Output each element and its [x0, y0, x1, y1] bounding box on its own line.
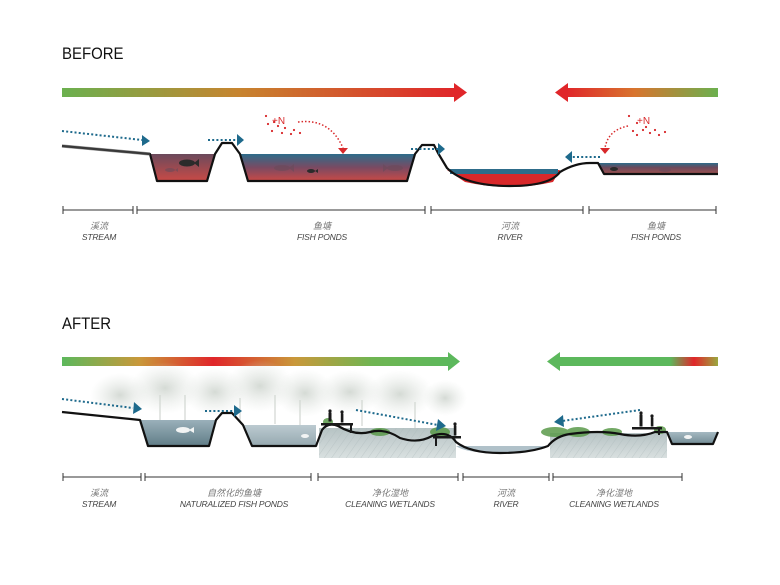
after-segment-cleaning-wetlands-right: 净化湿地 CLEANING WETLANDS — [569, 487, 659, 510]
flow-arrowhead-icon — [565, 151, 572, 163]
before-flow-arrow-right — [62, 83, 467, 102]
after-segment-cleaning-wetlands: 净化湿地 CLEANING WETLANDS — [345, 487, 435, 510]
before-flow-arrow-left — [555, 83, 718, 102]
segment-label-en: STREAM — [81, 232, 117, 242]
segment-label-en: NATURALIZED FISH PONDS — [179, 499, 289, 509]
segment-label-cn: 鱼塘 — [312, 221, 332, 231]
fish-icon — [176, 427, 692, 439]
after-pond-3-water — [667, 432, 718, 444]
flow-arrowhead-icon — [554, 415, 564, 427]
nutrient-label-left: +N — [272, 116, 285, 127]
flow-arrowhead-icon — [133, 402, 142, 414]
segment-label-en: RIVER — [497, 232, 523, 242]
fish-icon — [165, 164, 671, 172]
fish-icon — [179, 159, 199, 167]
flow-arrowhead-icon — [234, 405, 242, 417]
after-segment-river: 河流 RIVER — [494, 487, 519, 510]
before-pond-2-water — [240, 154, 415, 181]
before-segment-stream: 溪流 STREAM — [82, 220, 116, 243]
flow-arrowhead-icon — [436, 419, 446, 431]
after-segment-naturalized-fish-ponds: 自然化的鱼塘 NATURALIZED FISH PONDS — [179, 487, 289, 510]
segment-label-cn: 溪流 — [89, 488, 109, 498]
fish-icon — [307, 167, 618, 173]
after-pond-1-water — [140, 420, 216, 446]
before-segment-river: 河流 RIVER — [498, 220, 523, 243]
flow-arrowhead-icon — [142, 135, 150, 146]
nutrient-arrowhead-icon — [600, 148, 610, 154]
before-segment-fish-ponds-right: 鱼塘 FISH PONDS — [631, 220, 681, 243]
segment-label-cn: 河流 — [496, 488, 516, 498]
segment-label-cn: 溪流 — [89, 221, 109, 231]
segment-label-en: FISH PONDS — [297, 232, 347, 242]
after-segment-stream: 溪流 STREAM — [82, 487, 116, 510]
segment-label-cn: 河流 — [500, 221, 520, 231]
before-heading: BEFORE — [62, 44, 124, 63]
after-scale-bar — [62, 473, 683, 481]
after-pond-2-water — [243, 425, 316, 446]
before-pond-1-water — [150, 154, 215, 181]
nutrient-label-right: +N — [637, 116, 650, 127]
before-pond-3-water — [598, 163, 718, 174]
segment-label-en: RIVER — [493, 499, 519, 509]
flow-arrowhead-icon — [438, 143, 445, 155]
before-river-surface — [450, 169, 558, 174]
person-icon — [328, 409, 654, 436]
segment-label-en: FISH PONDS — [631, 232, 681, 242]
nutrient-dots-left — [264, 114, 302, 136]
before-ground-line — [61, 141, 718, 188]
after-flow-arrow-left — [547, 352, 718, 371]
before-segment-fish-ponds: 鱼塘 FISH PONDS — [297, 220, 347, 243]
before-scale-bar — [62, 206, 717, 214]
segment-label-en: STREAM — [81, 499, 117, 509]
flow-arrowhead-icon — [237, 134, 244, 146]
segment-label-en: CLEANING WETLANDS — [569, 499, 659, 509]
boardwalk-platform — [321, 423, 662, 446]
segment-label-cn: 净化湿地 — [371, 488, 408, 498]
trees-backdrop — [90, 360, 467, 428]
segment-label-cn: 鱼塘 — [646, 221, 666, 231]
segment-label-cn: 自然化的鱼塘 — [206, 488, 262, 498]
segment-label-cn: 净化湿地 — [595, 488, 632, 498]
after-heading: AFTER — [62, 314, 112, 333]
nutrient-arrowhead-icon — [338, 148, 348, 154]
segment-label-en: CLEANING WETLANDS — [345, 499, 435, 509]
nutrient-dots-right — [627, 114, 667, 137]
